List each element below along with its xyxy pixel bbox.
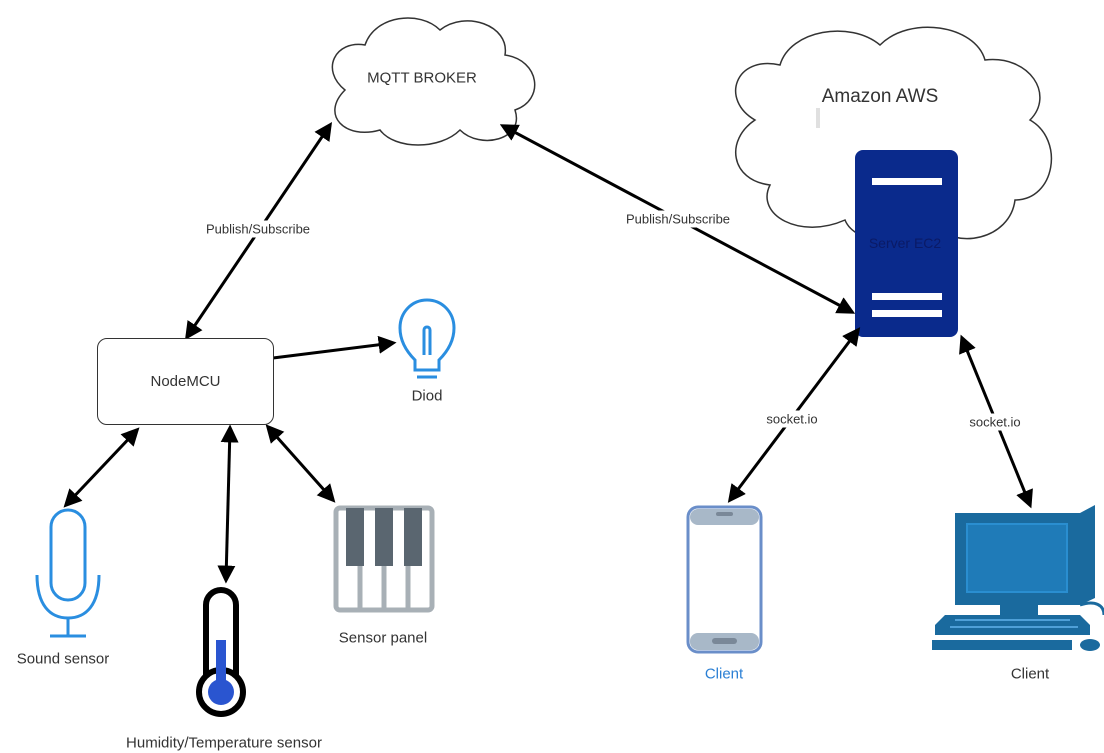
sound-sensor-label: Sound sensor (16, 650, 110, 668)
mqtt-broker-cloud (331, 17, 536, 146)
server-label: Server EC2 (868, 235, 942, 251)
mqtt-broker-label: MQTT BROKER (367, 69, 477, 87)
nodemcu-label: NodeMCU (150, 373, 221, 390)
client-desktop-label: Client (1010, 665, 1050, 683)
edge-label-server-desktop: socket.io (967, 413, 1023, 431)
smartphone-icon (686, 505, 763, 654)
microphone-icon (35, 508, 101, 638)
text-cursor (816, 108, 820, 128)
edge-nodemcu-panel (265, 424, 336, 503)
edge-label-server-broker: Publish/Subscribe (623, 210, 733, 228)
diod-label: Diod (411, 387, 443, 405)
edge-nodemcu-sound (63, 427, 140, 508)
edge-nodemcu-thermo (217, 424, 239, 584)
nodemcu-node[interactable]: NodeMCU (97, 338, 274, 425)
lightbulb-icon (398, 298, 456, 379)
edge-label-nodemcu-broker: Publish/Subscribe (203, 220, 313, 238)
desktop-computer-icon (932, 505, 1104, 651)
sensor-panel-icon (333, 505, 435, 613)
thermometer-icon (196, 587, 246, 717)
edge-nodemcu-diod (272, 335, 397, 360)
client-mobile-label: Client (704, 665, 744, 683)
humidity-sensor-label: Humidity/Temperature sensor (126, 734, 322, 752)
aws-label: Amazon AWS (821, 86, 939, 107)
server-ec2-icon (855, 150, 958, 337)
edge-label-server-mobile: socket.io (764, 410, 820, 428)
sensor-panel-label: Sensor panel (338, 629, 428, 647)
